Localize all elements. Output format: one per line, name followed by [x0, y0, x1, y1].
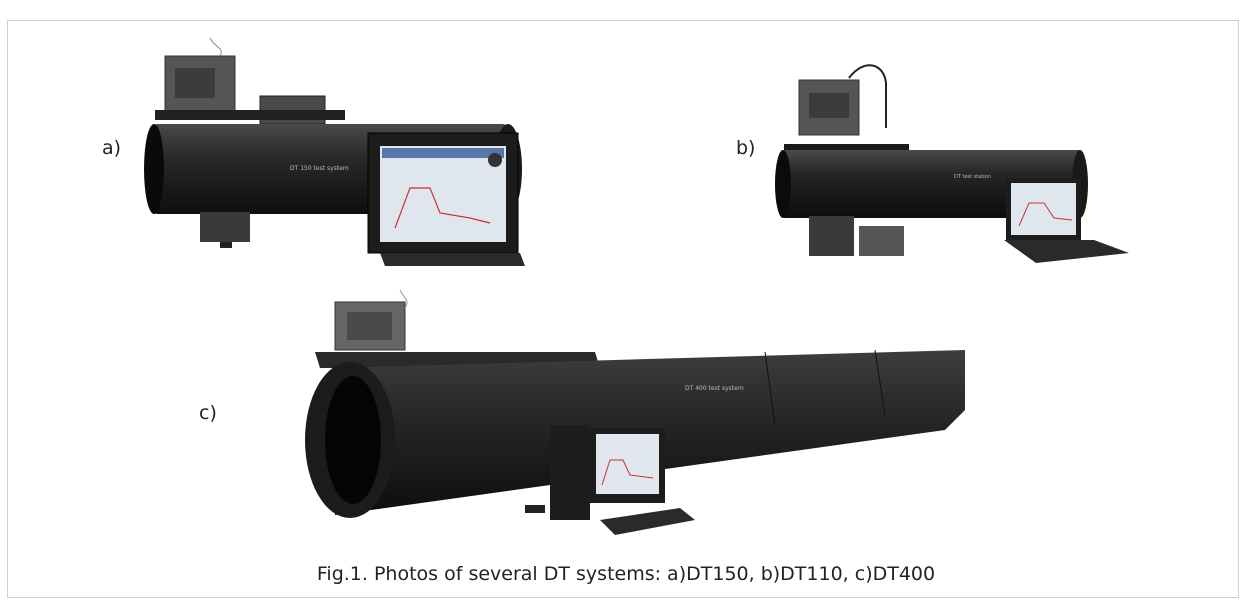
body-text-b: DT test station: [954, 174, 991, 180]
label-b: b): [736, 137, 756, 159]
body-text-a: DT 150 test system: [290, 165, 349, 172]
photo-dt400: DT 400 test system: [305, 289, 965, 535]
label-c: c): [199, 402, 217, 424]
label-a: a): [102, 137, 122, 159]
figure-caption: Fig.1. Photos of several DT systems: a)D…: [316, 563, 936, 585]
photo-dt150: DT 150 test system: [144, 37, 525, 266]
photo-dt110: DT test station: [775, 64, 1129, 263]
body-text-c: DT 400 test system: [685, 385, 744, 392]
